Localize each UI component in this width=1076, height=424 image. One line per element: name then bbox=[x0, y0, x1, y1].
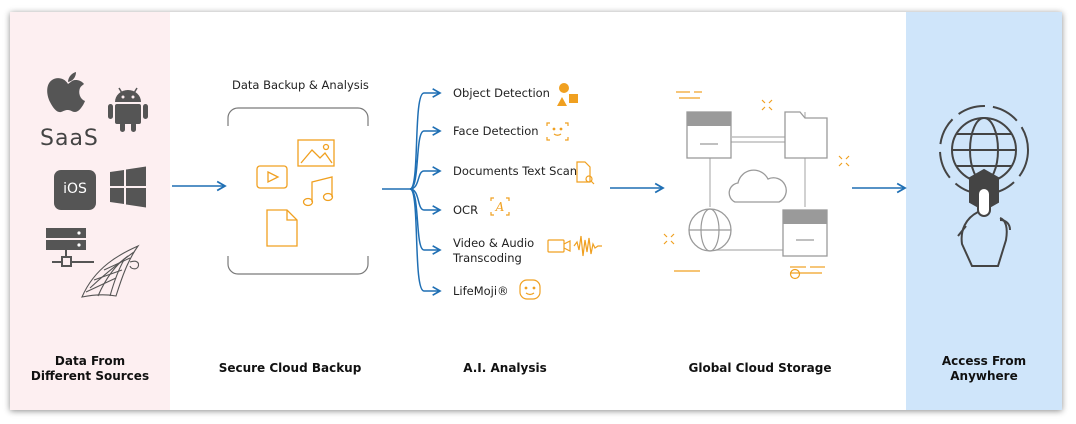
analysis-item-face-detection: Face Detection bbox=[453, 124, 539, 138]
windows-icon bbox=[110, 166, 146, 208]
ios-label: iOS bbox=[63, 181, 87, 197]
stage-sources-line1: Data From bbox=[54, 354, 126, 368]
stage-access-line1: Access From bbox=[941, 354, 1027, 368]
stage-storage: Global Cloud Storage bbox=[688, 361, 832, 375]
analysis-item-documents-text-scan: Documents Text Scan bbox=[453, 164, 578, 178]
analysis-branches bbox=[409, 88, 442, 296]
backup-container bbox=[227, 107, 369, 275]
analysis-item-object-detection: Object Detection bbox=[453, 86, 550, 100]
svg-text:A: A bbox=[495, 200, 505, 214]
document-file-icon bbox=[266, 209, 298, 247]
analysis-item-lifemoji: LifeMoji® bbox=[453, 284, 509, 298]
android-icon bbox=[108, 87, 148, 132]
video-audio-icon bbox=[547, 235, 602, 257]
stage-backup: Secure Cloud Backup bbox=[218, 361, 362, 375]
analysis-item-transcoding: Transcoding bbox=[453, 251, 522, 265]
backup-title: Data Backup & Analysis bbox=[232, 78, 369, 92]
analysis-item-ocr: OCR bbox=[453, 203, 479, 217]
stage-analysis: A.I. Analysis bbox=[463, 361, 547, 375]
ios-icon bbox=[54, 170, 96, 210]
document-scan-icon bbox=[576, 161, 595, 185]
apple-icon bbox=[47, 72, 85, 113]
ocr-icon: A bbox=[490, 197, 510, 216]
cloud-storage-network-icon bbox=[663, 91, 850, 280]
video-file-icon bbox=[256, 165, 288, 189]
image-file-icon bbox=[297, 139, 335, 167]
stage-access-line2: Anywhere bbox=[950, 369, 1018, 383]
music-note-icon bbox=[302, 176, 334, 207]
server-network-icon bbox=[46, 228, 94, 267]
face-detection-icon bbox=[546, 122, 569, 141]
stage-sources: Data From Different Sources bbox=[10, 354, 170, 384]
analysis-item-video-audio: Video & Audio bbox=[453, 236, 535, 250]
sources-panel bbox=[10, 12, 170, 410]
globe-hand-icon bbox=[939, 105, 1029, 267]
object-detection-icon bbox=[557, 83, 578, 106]
stage-access: Access From Anywhere bbox=[906, 354, 1062, 384]
diagram-artwork: A bbox=[46, 72, 1029, 300]
pipeline-diagram: A bbox=[10, 12, 1062, 410]
lifemoji-icon bbox=[519, 279, 541, 300]
saas-label: SaaS bbox=[40, 126, 99, 151]
sql-server-icon bbox=[81, 244, 140, 298]
stage-sources-line2: Different Sources bbox=[30, 369, 150, 383]
